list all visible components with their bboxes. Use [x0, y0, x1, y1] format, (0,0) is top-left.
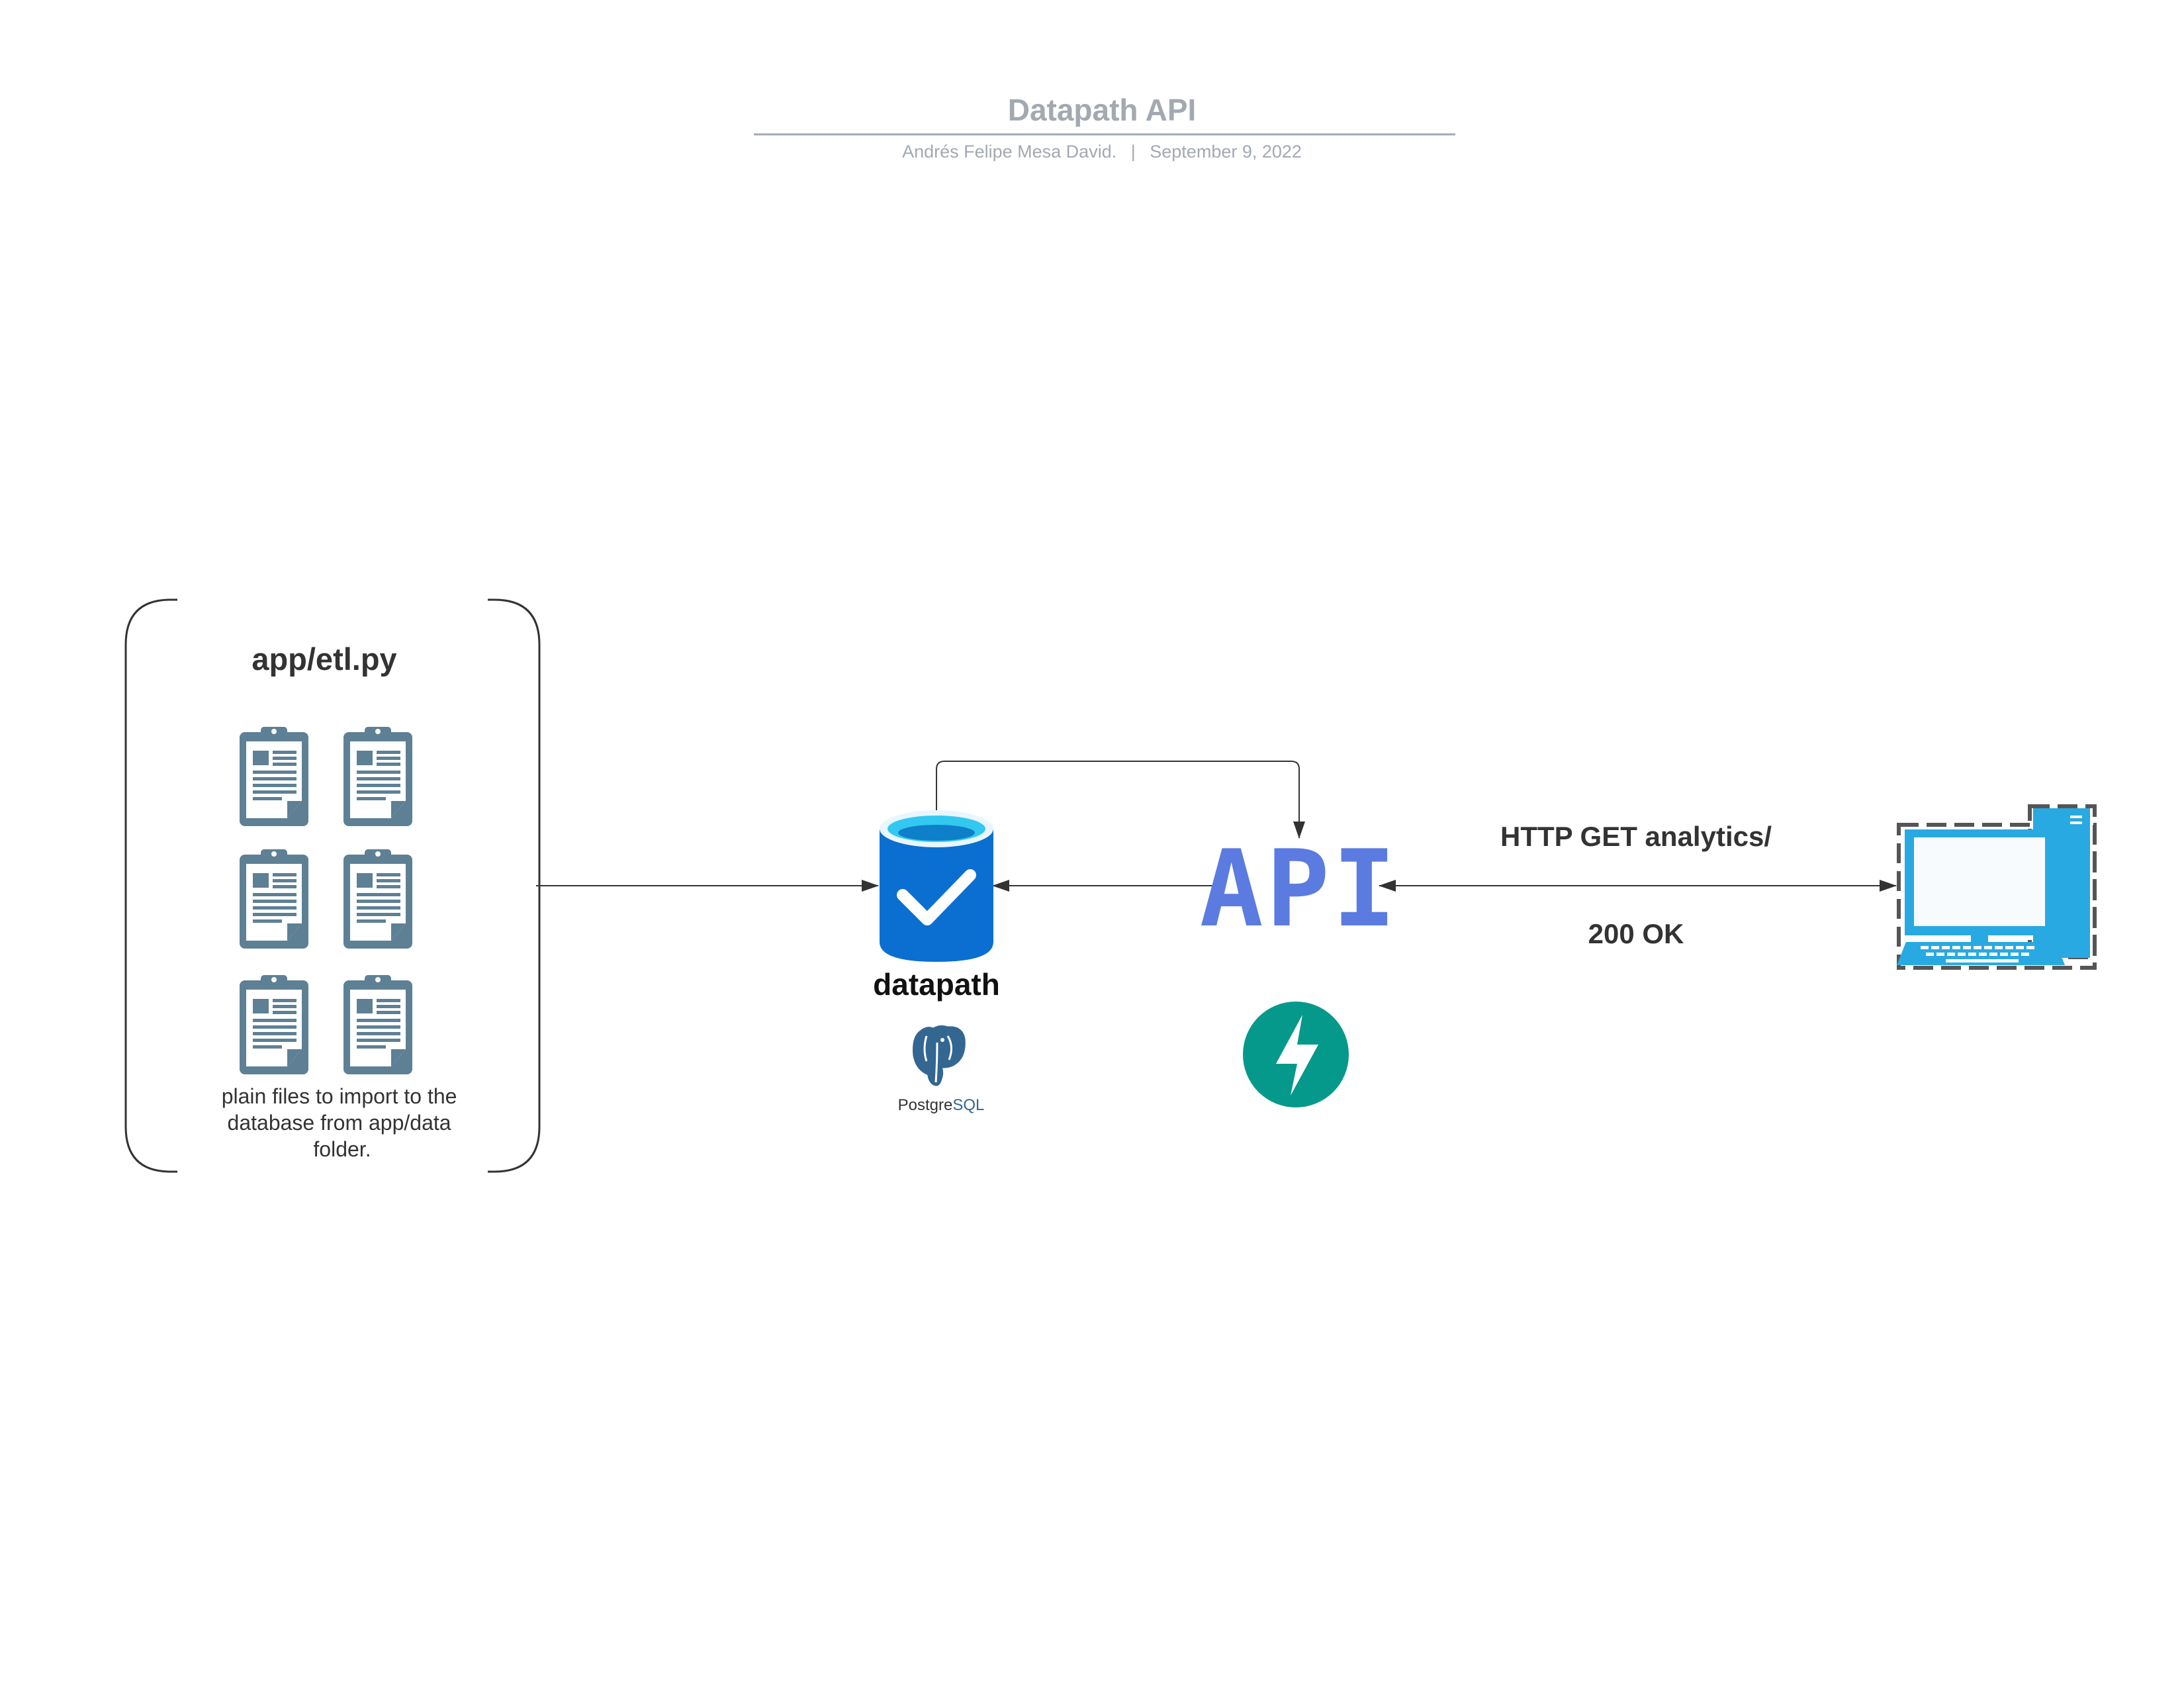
etl-title: app/etl.py — [251, 641, 396, 677]
postgresql-logo: PostgreSQL — [898, 1023, 985, 1114]
request-label: HTTP GET analytics/ — [1500, 821, 1772, 852]
diagram-date: September 9, 2022 — [1150, 142, 1302, 162]
subtitle-separator: | — [1131, 142, 1136, 162]
database-node: datapath PostgreSQL — [873, 810, 1000, 1114]
api-node: API — [1200, 827, 1399, 1107]
response-label: 200 OK — [1588, 918, 1684, 949]
etl-description: plain files to import to the database fr… — [222, 1084, 463, 1161]
etl-description-line: folder. — [313, 1137, 371, 1161]
api-label: API — [1200, 827, 1399, 951]
author-name: Andrés Felipe Mesa David. — [902, 142, 1116, 162]
postgresql-wordmark-suffix: SQL — [952, 1096, 984, 1114]
left-bracket — [124, 598, 177, 1173]
clipboard-document-icon — [343, 727, 412, 826]
elephant-icon — [911, 1023, 968, 1088]
postgresql-wordmark: PostgreSQL — [898, 1096, 985, 1114]
client-node — [1897, 804, 2097, 970]
diagram-title: Datapath API — [1008, 93, 1197, 127]
clipboard-document-icon — [240, 975, 308, 1074]
etl-group: app/etl.py plain files to import to the … — [124, 598, 541, 1173]
database-check-icon — [880, 810, 993, 962]
clipboard-document-icon — [240, 849, 308, 949]
clipboard-document-icon — [240, 727, 308, 826]
clipboard-document-icon — [343, 975, 412, 1074]
etl-description-line: database from app/data — [228, 1111, 451, 1135]
database-to-api-arrow — [936, 761, 1305, 839]
fastapi-bolt-icon — [1243, 1002, 1349, 1107]
diagram-subtitle: Andrés Felipe Mesa David. | September 9,… — [902, 142, 1302, 162]
right-bracket — [488, 598, 541, 1173]
database-label: datapath — [873, 967, 1000, 1002]
desktop-computer-icon — [1897, 804, 2097, 970]
postgresql-wordmark-prefix: Postgre — [898, 1096, 953, 1114]
etl-description-line: plain files to import to the — [222, 1084, 457, 1108]
clipboard-document-icon — [343, 849, 412, 949]
